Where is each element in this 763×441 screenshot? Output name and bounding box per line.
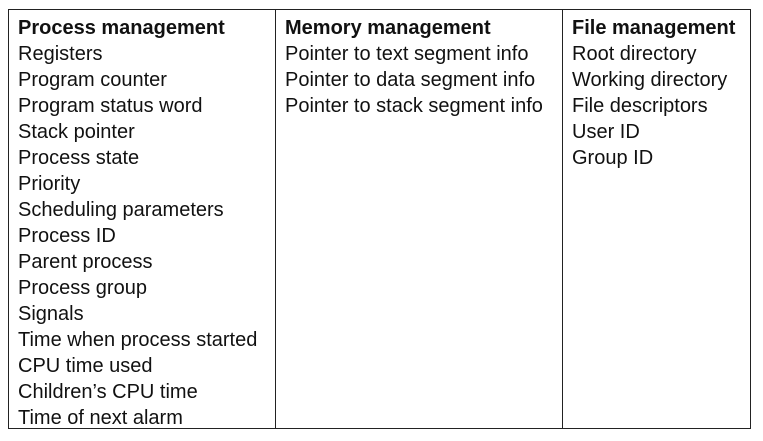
list-item: Signals — [18, 303, 84, 325]
field-list: Registers Program counter Program status… — [18, 41, 275, 431]
list-item: Process ID — [18, 225, 116, 247]
column-header: File management — [572, 17, 736, 39]
list-item: Registers — [18, 43, 103, 65]
list-item: Working directory — [572, 69, 728, 91]
list-item: User ID — [572, 121, 640, 143]
list-item: CPU time used — [18, 355, 153, 377]
column-header: Process management — [18, 17, 225, 39]
list-item: Time when process started — [18, 329, 258, 351]
list-item: Priority — [18, 173, 81, 195]
field-list: Root directory Working directory File de… — [572, 41, 750, 171]
list-item: Root directory — [572, 43, 697, 65]
list-item: Time of next alarm — [18, 407, 183, 429]
list-item: Process group — [18, 277, 147, 299]
list-item: Pointer to text segment info — [285, 43, 529, 65]
list-item: Program status word — [18, 95, 203, 117]
list-item: Program counter — [18, 69, 167, 91]
list-item: Pointer to stack segment info — [285, 95, 543, 117]
memory-management-column: Memory management Pointer to text segmen… — [275, 10, 562, 428]
list-item: Group ID — [572, 147, 654, 169]
list-item: File descriptors — [572, 95, 708, 117]
list-item: Children’s CPU time — [18, 381, 198, 403]
process-management-column: Process management Registers Program cou… — [9, 10, 275, 431]
file-management-column: File management Root directory Working d… — [562, 10, 750, 428]
list-item: Scheduling parameters — [18, 199, 224, 221]
list-item: Parent process — [18, 251, 153, 273]
column-header: Memory management — [285, 17, 491, 39]
field-list: Pointer to text segment info Pointer to … — [285, 41, 562, 119]
list-item: Pointer to data segment info — [285, 69, 536, 91]
process-table-fields: Process management Registers Program cou… — [8, 9, 751, 429]
list-item: Process state — [18, 147, 140, 169]
list-item: Stack pointer — [18, 121, 135, 143]
